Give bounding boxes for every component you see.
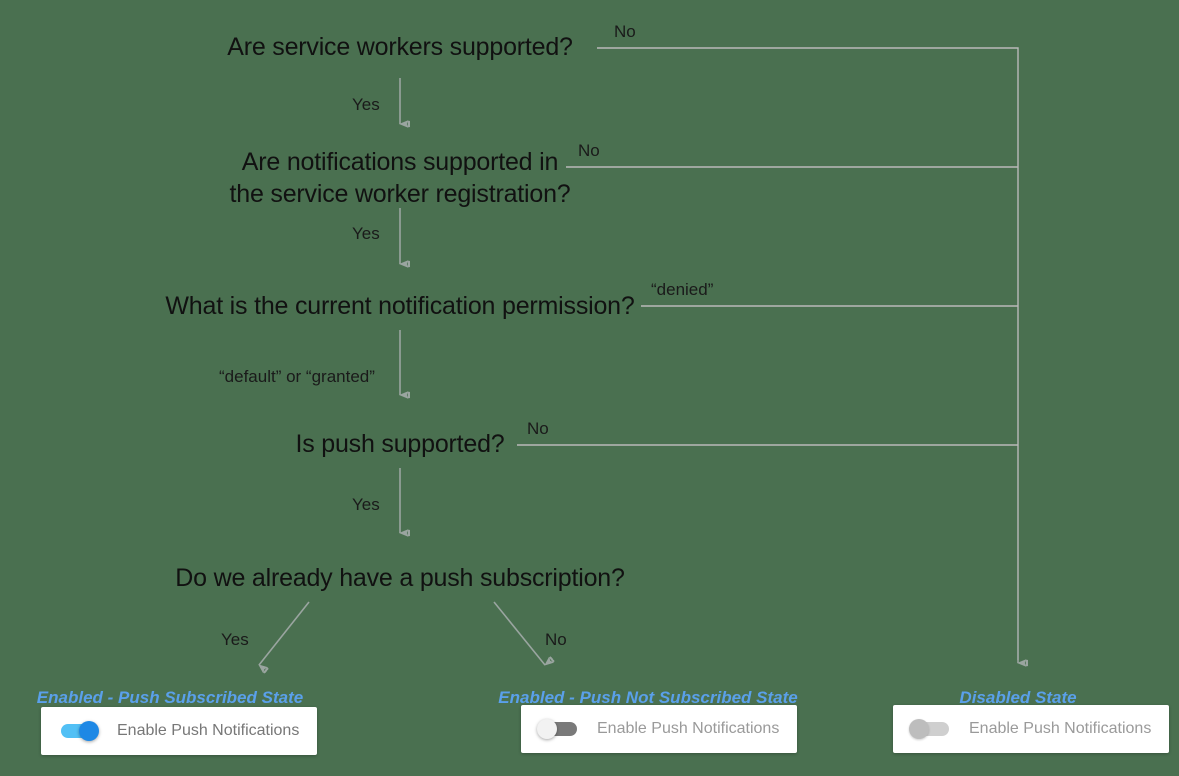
edge-label-permission-default-or-granted: “default” or “granted” xyxy=(219,367,375,386)
toggle-switch-push-not-subscribed[interactable] xyxy=(537,719,581,739)
outcome-title-disabled: Disabled State xyxy=(959,688,1077,707)
toggle-label-push-not-subscribed: Enable Push Notifications xyxy=(597,720,780,737)
toggle-switch-push-subscribed[interactable] xyxy=(57,721,101,741)
toggle-switch-disabled xyxy=(909,719,953,739)
toggle-knob-icon xyxy=(537,719,557,739)
outcome-card-push-subscribed[interactable]: Enable Push Notifications xyxy=(41,707,318,755)
toggle-label-disabled: Enable Push Notifications xyxy=(969,720,1152,737)
edge-label-service-workers-yes: Yes xyxy=(352,95,380,114)
edge-label-permission-denied: “denied” xyxy=(651,280,714,299)
question-existing-subscription: Do we already have a push subscription? xyxy=(175,564,625,592)
question-notifications-supported: Are notifications supported in the servi… xyxy=(229,148,571,208)
question-service-workers: Are service workers supported? xyxy=(227,33,573,61)
edge-label-notifications-no: No xyxy=(578,141,600,160)
question-notification-permission: What is the current notification permiss… xyxy=(165,292,635,320)
outcome-title-push-subscribed: Enabled - Push Subscribed State xyxy=(36,688,304,707)
edge-label-notifications-yes: Yes xyxy=(352,224,380,243)
toggle-knob-icon xyxy=(909,719,929,739)
question-push-supported: Is push supported? xyxy=(295,430,505,458)
edge-label-push-supported-yes: Yes xyxy=(352,495,380,514)
toggle-label-push-subscribed: Enable Push Notifications xyxy=(117,722,300,739)
outcome-title-push-not-subscribed: Enabled - Push Not Subscribed State xyxy=(498,688,798,707)
edge-label-subscription-yes: Yes xyxy=(221,630,249,649)
outcome-card-push-not-subscribed[interactable]: Enable Push Notifications xyxy=(521,705,798,753)
edge-label-push-supported-no: No xyxy=(527,419,549,438)
edge-label-subscription-no: No xyxy=(545,630,567,649)
edge-label-service-workers-no: No xyxy=(614,22,636,41)
toggle-knob-icon xyxy=(79,721,99,741)
outcome-card-disabled: Enable Push Notifications xyxy=(893,705,1170,753)
